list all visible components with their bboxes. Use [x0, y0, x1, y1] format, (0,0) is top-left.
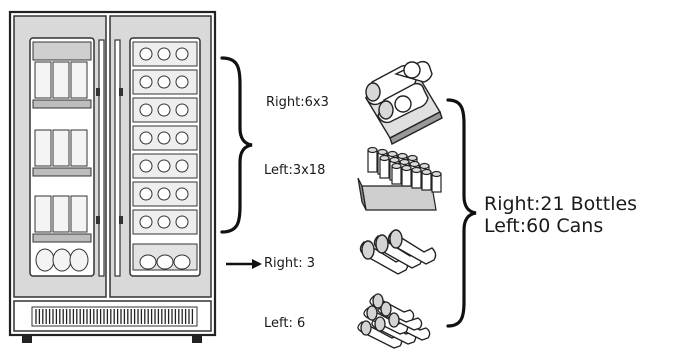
can-top — [399, 158, 410, 166]
can-top — [387, 150, 398, 158]
can-top — [377, 148, 388, 156]
label-left-rack: Left:3x18 — [264, 163, 326, 178]
brace-icon — [446, 98, 477, 328]
bottle-stack-icon — [359, 229, 437, 275]
left-door-handle — [98, 39, 105, 277]
arrow-right-icon — [226, 259, 262, 269]
can-top — [397, 152, 408, 160]
can-top — [407, 154, 418, 162]
total-left-cans: Left:60 Cans — [484, 215, 604, 237]
can-top — [379, 154, 390, 162]
label-right-bottom: Right: 3 — [264, 256, 316, 271]
right-zone-bottles — [132, 41, 198, 271]
left-zone-cans — [32, 41, 92, 272]
right-door-handle — [114, 39, 121, 277]
bottle-pyramid-icon — [357, 293, 431, 349]
can-top — [401, 164, 412, 172]
brace-icon — [220, 56, 253, 234]
vent-grille — [35, 309, 194, 324]
can-top — [419, 162, 430, 170]
can-top — [411, 166, 422, 174]
can-rack-icon — [357, 146, 442, 211]
can-top — [389, 156, 400, 164]
bottle-shelf-icon — [365, 60, 443, 145]
can-top — [431, 170, 442, 178]
can-body — [367, 149, 378, 173]
can-top — [391, 162, 402, 170]
fridge-icon — [8, 10, 217, 343]
can-top — [421, 168, 432, 176]
label-right-rack: Right:6x3 — [266, 95, 329, 110]
can-top — [409, 160, 420, 168]
label-left-bottom: Left: 6 — [264, 316, 306, 331]
can-top — [367, 146, 378, 154]
total-right-bottles: Right:21 Bottles — [484, 193, 638, 215]
